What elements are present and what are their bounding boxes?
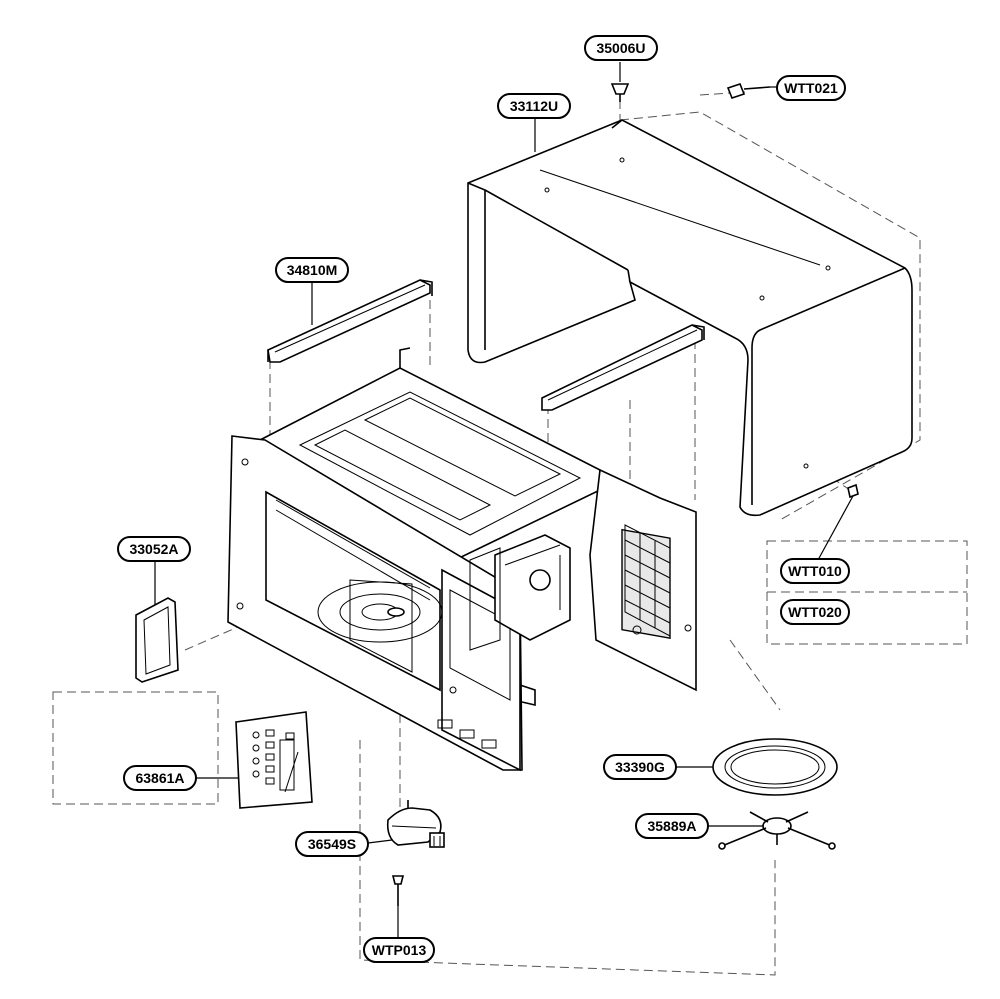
label-33390G: 33390G [603, 754, 677, 780]
label-33112U: 33112U [497, 93, 571, 119]
svg-text:36549S: 36549S [308, 836, 356, 852]
svg-text:WTP013: WTP013 [372, 942, 427, 958]
label-35006U: 35006U [584, 35, 658, 61]
label-WTP013: WTP013 [363, 937, 435, 963]
svg-text:33052A: 33052A [129, 541, 178, 557]
svg-text:WTT010: WTT010 [788, 563, 842, 579]
turntable-motor [367, 800, 445, 848]
rail-right [541, 324, 705, 411]
roller-ring [708, 811, 836, 850]
door-latch-part [135, 562, 179, 683]
label-WTT020: WTT020 [780, 599, 850, 625]
label-36549S: 36549S [295, 831, 369, 857]
control-buttons [252, 729, 299, 793]
label-WTT010: WTT010 [780, 558, 850, 584]
svg-text:35889A: 35889A [647, 818, 696, 834]
rail-left [267, 279, 433, 363]
label-63861A: 63861A [123, 765, 197, 791]
side-screw-group [766, 483, 968, 645]
leader-lines [311, 118, 536, 325]
vent-grid [624, 524, 671, 637]
label-33052A: 33052A [117, 536, 191, 562]
label-35889A: 35889A [635, 813, 709, 839]
svg-text:WTT020: WTT020 [788, 604, 842, 620]
svg-text:WTT021: WTT021 [784, 80, 838, 96]
oven-chassis [227, 347, 697, 772]
magnetron-assembly [469, 534, 571, 651]
svg-text:33112U: 33112U [510, 98, 558, 114]
svg-text:33390G: 33390G [615, 759, 665, 775]
glass-tray [675, 738, 838, 796]
svg-text:35006U: 35006U [596, 40, 645, 56]
svg-text:63861A: 63861A [135, 770, 184, 786]
label-WTT021: WTT021 [776, 75, 846, 101]
outer-case [467, 119, 913, 517]
svg-text:34810M: 34810M [287, 262, 338, 278]
label-34810M: 34810M [275, 257, 349, 283]
control-sheet-group [52, 691, 313, 809]
top-clip [610, 62, 630, 102]
screw-wtt021 [726, 83, 778, 99]
screw-wtp013 [391, 875, 405, 938]
